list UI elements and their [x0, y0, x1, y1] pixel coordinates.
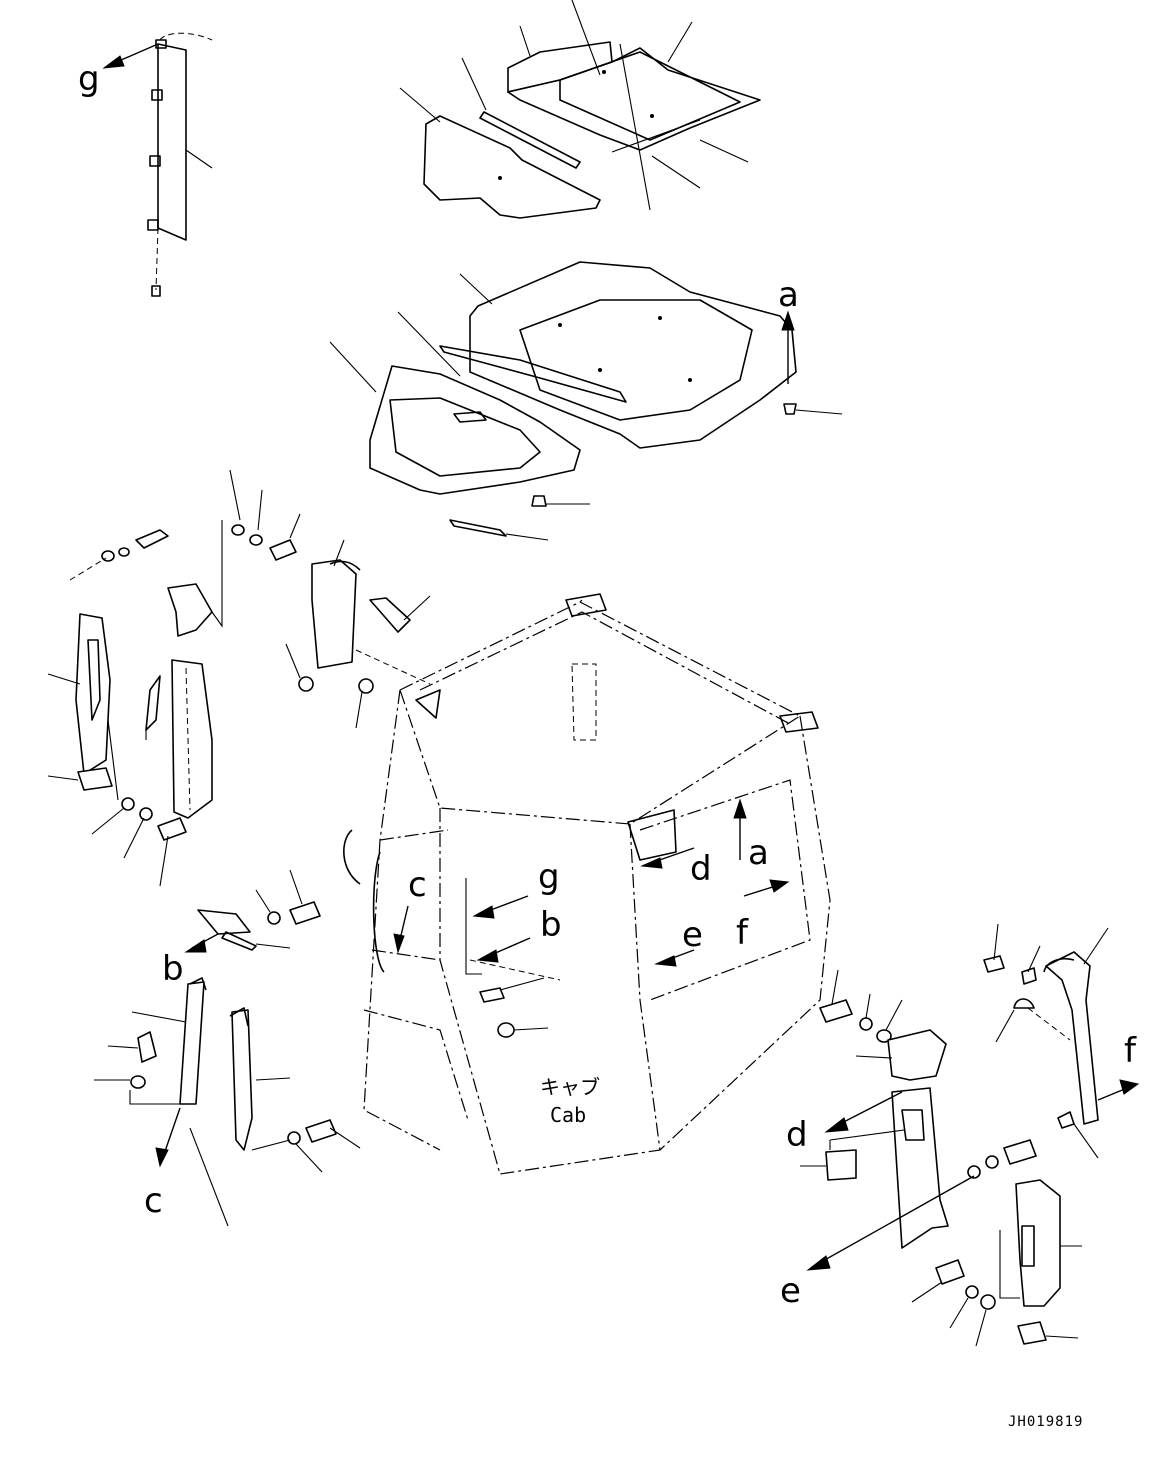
label-f-cab: f — [736, 913, 749, 953]
front-headliner-panel — [369, 365, 581, 495]
label-g-left: g — [78, 59, 100, 99]
label-c-left: c — [144, 1181, 163, 1221]
label-a-top: a — [778, 275, 799, 315]
left-pillar-hardware-bottom — [47, 719, 187, 887]
label-d-cab: d — [690, 849, 712, 889]
cab-reference-arrows — [393, 798, 790, 1038]
cab-frame — [343, 593, 831, 1175]
drawing-code: JH019819 — [1008, 1414, 1083, 1430]
reference-letter-labels: g a c g b d a e f b c d e f — [78, 59, 1137, 1311]
label-a-cab: a — [748, 833, 769, 873]
left-a-pillar-trim — [47, 613, 213, 819]
left-bracket — [167, 520, 223, 637]
wire-harness-g — [102, 32, 213, 297]
label-f-right: f — [1124, 1031, 1137, 1071]
label-e-cab: e — [682, 915, 703, 955]
label-g-cab: g — [538, 857, 560, 897]
cab-label-japanese: キャブ — [540, 1075, 600, 1099]
arrow-a-top — [781, 310, 795, 384]
label-b-cab: b — [540, 905, 562, 945]
roof-headliner-panel — [439, 261, 797, 449]
left-lower-trims — [94, 869, 361, 1227]
label-d-right: d — [786, 1115, 808, 1155]
headliner-fasteners — [449, 403, 797, 537]
label-e-right: e — [780, 1271, 801, 1311]
right-pillar-trims — [800, 923, 1140, 1347]
upper-trim-clip — [285, 539, 431, 729]
cab-label-english: Cab — [550, 1103, 586, 1127]
label-c-cab: c — [408, 865, 427, 905]
headliner-leader-lines — [329, 273, 843, 541]
left-pillar-hardware-top — [69, 469, 301, 581]
label-b-left: b — [162, 949, 184, 989]
roof-insulation-mats — [423, 41, 761, 219]
roof-mat-leader-lines — [399, 0, 749, 189]
